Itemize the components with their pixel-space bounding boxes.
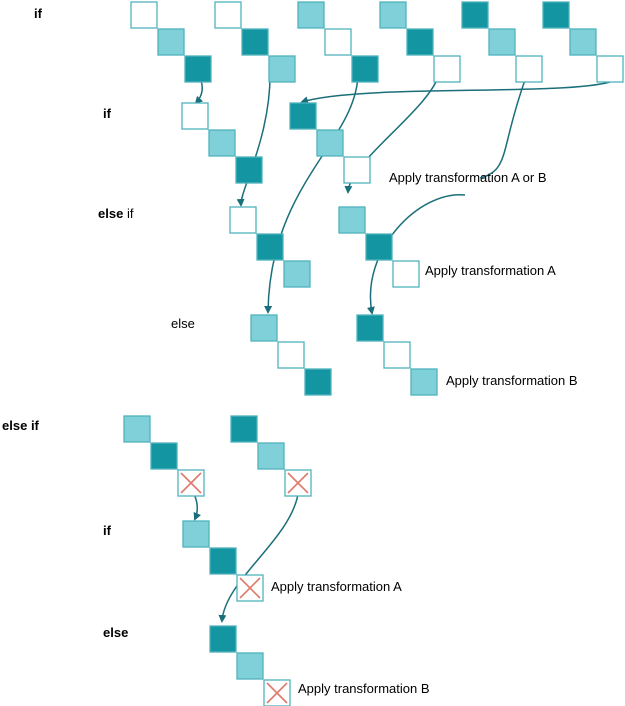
square-top-col3-2-empty [324,28,352,56]
label-second-if: if [103,523,112,538]
square-second-top-right-2-light [257,442,285,470]
connector-arrows [193,67,611,623]
square-top-col2-2-dark [241,28,269,56]
label-nested-else-if-else: else [98,206,123,221]
square-nested-if-right-3-empty [343,156,371,184]
arrow-top-col5-to-else [479,79,526,179]
cross-second-top-right [287,472,309,494]
square-nested-else-if-left-1-empty [229,206,257,234]
condition-labels: if if else if else else if if else [2,6,195,640]
square-top-col5-1-dark [461,1,489,29]
annotation-apply-a-or-b: Apply transformation A or B [389,170,547,185]
annotation-apply-a-first: Apply transformation A [425,263,556,278]
square-top-col1-2-light [157,28,185,56]
annotation-apply-b-second: Apply transformation B [298,681,430,696]
square-top-col2-3-light [268,55,296,83]
arrow-top-col6-to-if [300,81,611,105]
square-nested-if-left-1-empty [181,102,209,130]
square-nested-if-left-2-light [208,129,236,157]
arrow-top-col3-to-else [264,69,359,314]
square-nested-if-left-3-dark [235,156,263,184]
square-top-col1-3-dark [184,55,212,83]
square-nested-else-left-3-dark [304,368,332,396]
square-nested-else-if-right-1-light [338,206,366,234]
square-nested-else-right-3-light [410,368,438,396]
label-second-else-if-else: else [2,418,27,433]
square-nested-else-right-1-dark [356,314,384,342]
cross-second-if [239,577,261,599]
square-nested-if-right-1-dark [289,102,317,130]
square-second-else-2-light [236,652,264,680]
label-nested-else-if: else if [98,206,134,221]
square-top-col4-2-dark [406,28,434,56]
square-nested-else-if-left-3-light [283,260,311,288]
arrow-bottom-col2-to-else [218,493,299,623]
square-second-top-left-1-light [123,415,151,443]
square-top-col2-1-empty [214,1,242,29]
square-nested-else-left-1-light [250,314,278,342]
square-top-col6-3-empty [596,55,624,83]
cross-second-else [266,682,288,704]
square-second-else-1-dark [209,625,237,653]
label-second-else-if: else if [2,418,40,433]
arrow-top-col2-to-else-if [236,67,271,207]
annotation-apply-a-second: Apply transformation A [271,579,402,594]
arrow-a-or-b-to-else [366,194,466,315]
square-top-col4-3-empty [433,55,461,83]
square-nested-else-if-left-2-dark [256,233,284,261]
square-top-col6-1-dark [542,1,570,29]
square-top-col3-1-light [297,1,325,29]
square-second-top-left-2-dark [150,442,178,470]
square-nested-if-right-2-light [316,129,344,157]
label-second-else: else [103,625,128,640]
square-second-if-2-dark [209,547,237,575]
square-nested-else-right-2-empty [383,341,411,369]
label-second-else-if-if: if [31,418,40,433]
square-groups [123,1,624,706]
arrow-bottom-col1-to-if [193,493,201,521]
square-top-col6-2-light [569,28,597,56]
annotations: Apply transformation A or B Apply transf… [271,170,578,696]
square-nested-else-if-right-3-empty [392,260,420,288]
label-nested-else: else [171,316,195,331]
cross-second-top-left [180,472,202,494]
square-nested-else-if-right-2-dark [365,233,393,261]
label-nested-if: if [103,106,112,121]
square-top-col3-3-dark [351,55,379,83]
square-top-col1-1-empty [130,1,158,29]
discarded-marks [180,472,309,704]
label-top-if: if [34,6,43,21]
square-second-if-1-light [182,520,210,548]
square-top-col5-2-light [488,28,516,56]
square-second-top-right-1-dark [230,415,258,443]
square-top-col4-1-light [379,1,407,29]
annotation-apply-b-first: Apply transformation B [446,373,578,388]
square-top-col5-3-empty [515,55,543,83]
square-nested-else-left-2-empty [277,341,305,369]
label-nested-else-if-if: if [127,206,134,221]
